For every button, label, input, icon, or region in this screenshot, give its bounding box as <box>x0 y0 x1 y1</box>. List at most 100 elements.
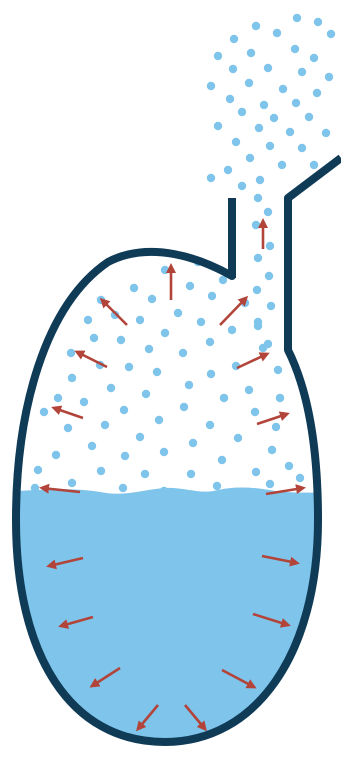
particle-dot <box>247 49 255 57</box>
particle-dot <box>206 338 214 346</box>
particle-dot <box>207 82 215 90</box>
red-arrow-icon <box>257 414 287 424</box>
particle-dot <box>206 421 214 429</box>
particle-dot <box>264 208 272 216</box>
particle-dot <box>266 142 274 150</box>
particle-dot <box>197 318 205 326</box>
particle-dot <box>255 124 263 132</box>
particle-dot <box>305 113 313 121</box>
particle-dot <box>52 451 60 459</box>
particle-dot <box>68 374 76 382</box>
particle-dot <box>254 254 262 262</box>
particle-dot <box>254 318 262 326</box>
particle-dot <box>259 344 267 352</box>
particle-dot <box>252 221 260 229</box>
particle-dot <box>270 114 278 122</box>
particle-dot <box>161 266 169 274</box>
particle-dot <box>189 439 197 447</box>
particle-dot <box>229 65 237 73</box>
particle-dot <box>161 329 169 337</box>
red-arrow-icon <box>54 408 83 418</box>
liquid-region <box>0 487 341 760</box>
particle-dot <box>278 161 286 169</box>
particle-dot <box>208 292 216 300</box>
particle-dot <box>264 64 272 72</box>
particle-dot <box>67 349 75 357</box>
particle-dot <box>276 394 284 402</box>
particle-dot <box>274 366 282 374</box>
particle-dot <box>153 368 161 376</box>
particle-dot <box>207 174 215 182</box>
particle-dot <box>325 73 333 81</box>
particle-dot <box>230 35 238 43</box>
particle-dot <box>160 448 168 456</box>
particle-dot <box>292 99 300 107</box>
particle-dot <box>238 182 246 190</box>
particle-dot <box>296 474 304 482</box>
particle-dot <box>64 424 72 432</box>
particle-dot <box>245 386 253 394</box>
particle-dot <box>224 166 232 174</box>
particle-dot <box>213 482 221 490</box>
particle-dot <box>117 336 125 344</box>
particle-dot <box>327 30 335 38</box>
red-arrow-icon <box>102 300 127 325</box>
red-arrow-icon <box>237 354 267 368</box>
particle-dot <box>273 29 281 37</box>
particle-dot <box>253 286 261 294</box>
particle-dot <box>228 326 236 334</box>
particle-dot <box>313 89 321 97</box>
particle-dot <box>265 272 273 280</box>
particle-dot <box>285 462 293 470</box>
particle-dot <box>298 68 306 76</box>
particle-dot <box>54 394 62 402</box>
particle-dot <box>268 446 276 454</box>
particle-dot <box>34 466 42 474</box>
particle-dot <box>180 403 188 411</box>
particle-dot <box>101 421 109 429</box>
particle-dot <box>314 18 322 26</box>
particle-dot <box>234 434 242 442</box>
red-arrow-icon <box>77 352 107 367</box>
particle-dot <box>121 452 129 460</box>
particle-dot <box>40 408 48 416</box>
particle-dot <box>155 416 163 424</box>
particle-dot <box>97 467 105 475</box>
particle-dot <box>130 284 138 292</box>
particle-dot <box>107 384 115 392</box>
particle-dot <box>267 302 275 310</box>
particle-dot <box>148 295 156 303</box>
particle-dot <box>145 345 153 353</box>
particle-dot <box>246 154 254 162</box>
particle-dot <box>260 101 268 109</box>
particle-dot <box>232 138 240 146</box>
particle-dot <box>298 144 306 152</box>
particle-dot <box>286 128 294 136</box>
particle-dot <box>84 316 92 324</box>
particle-dot <box>245 79 253 87</box>
particle-dot <box>310 54 318 62</box>
particle-dot <box>136 316 144 324</box>
red-arrow-icon <box>220 298 246 325</box>
particle-dot <box>119 484 127 492</box>
particle-dot <box>266 242 274 250</box>
particle-dot <box>207 370 215 378</box>
particle-dot <box>185 381 193 389</box>
particle-dot <box>256 176 264 184</box>
particle-dot <box>218 456 226 464</box>
particle-dot <box>80 398 88 406</box>
particle-dot <box>266 480 274 488</box>
particle-dot <box>160 487 168 495</box>
particle-dot <box>120 406 128 414</box>
particle-dot <box>68 479 76 487</box>
particle-dot <box>179 349 187 357</box>
particle-dot <box>291 45 299 53</box>
particle-dot <box>252 468 260 476</box>
particle-dot <box>187 470 195 478</box>
particle-dot <box>251 408 259 416</box>
particle-dot <box>186 282 194 290</box>
particle-dot <box>293 14 301 22</box>
particle-dot <box>88 442 96 450</box>
